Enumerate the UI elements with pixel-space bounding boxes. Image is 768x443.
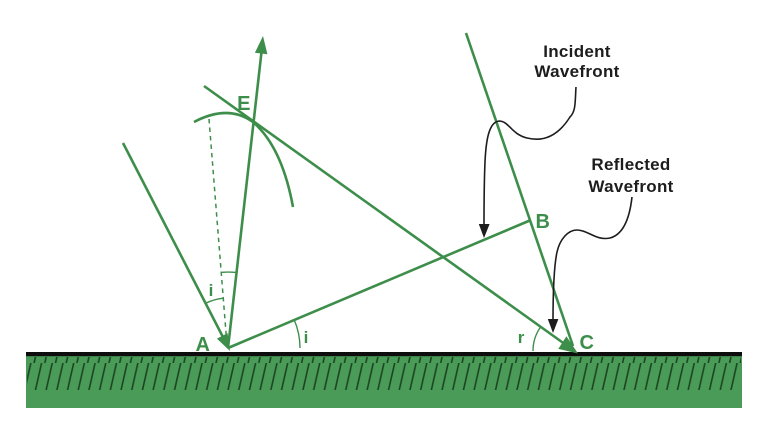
secondary-wavelet-arc [193,111,295,208]
point-label-e: E [237,93,251,115]
incident-wavefront-line-ab [227,218,532,350]
angle-i-arc-wavefront-to-surface [293,319,301,349]
incident-wavefront-label-line2: Wavefront [534,62,619,81]
mirror-surface-hatching [27,357,741,390]
incident-ray-1-arrowhead [216,333,230,351]
angle-r-arc-wavefront-to-surface [532,326,542,352]
normal-dashed-line [208,118,228,346]
mirror-surface-top-edge [26,352,742,357]
angle-label-i-at-normal: i [209,281,214,300]
point-label-a: A [196,334,211,356]
reflected-ray [226,51,263,349]
incident-ray-2 [464,32,575,347]
point-label-b: B [536,211,551,233]
reflected-wavefront-arrowhead [558,336,578,354]
reflected-ray-arrowhead [254,36,268,55]
incident-ray-1 [121,142,227,342]
angle-label-i-at-surface: i [304,328,309,347]
incident-wavefront-leader-line [483,86,577,227]
reflected-wavefront-line-ec [203,84,565,345]
point-label-c: C [580,332,595,354]
incident-wavefront-label-line1: Incident [543,42,611,61]
angle-label-r-at-surface: r [518,328,525,347]
reflected-wavefront-label-line1: Reflected [591,155,670,174]
reflected-wavefront-label-line2: Wavefront [588,177,673,196]
reflected-wavefront-leader-line [552,196,633,323]
incident-wavefront-leader-arrowhead [478,224,490,238]
reflected-wavefront-leader-arrowhead [547,319,559,333]
angle-i-arc-ray-to-normal [204,297,224,305]
